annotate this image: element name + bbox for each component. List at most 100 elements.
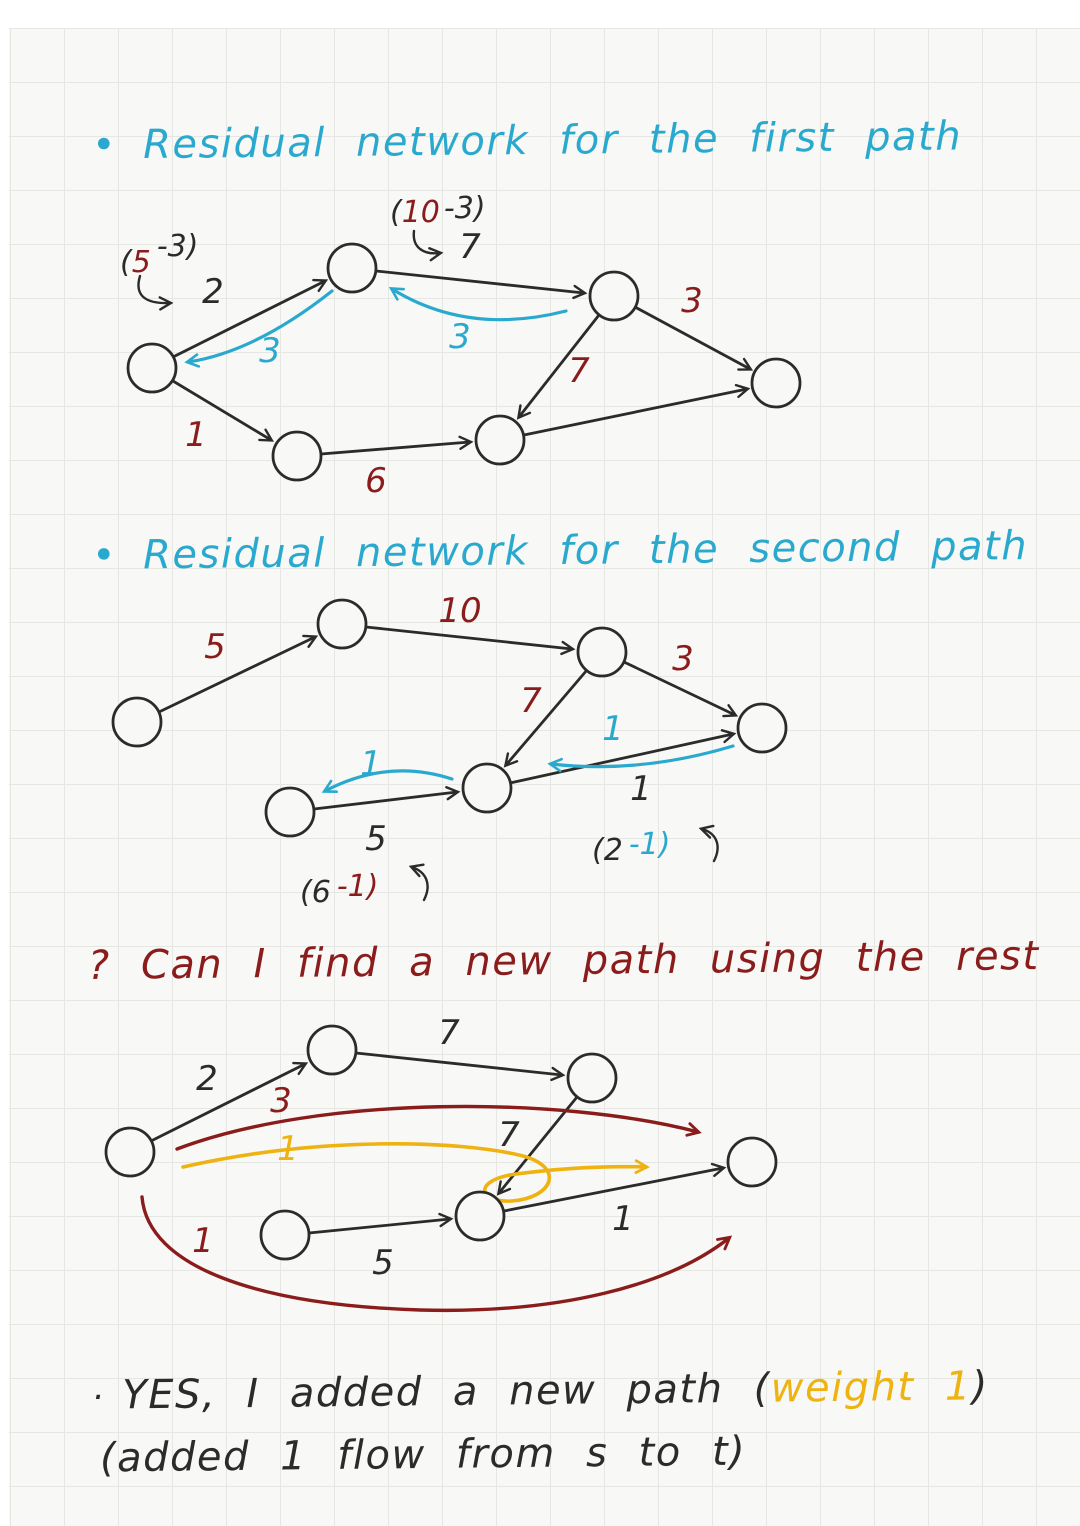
bullet-icon: · <box>91 1377 105 1418</box>
graph-second-residual: 5 10 3 7 1 5 1 1 (2-1) (6-1) <box>111 591 788 910</box>
g2-edge-label-fe: 5 <box>365 819 387 859</box>
g2-edge-label-ed: 1 <box>630 769 652 809</box>
g2-note-fe-delta: -1) <box>337 869 379 904</box>
g2-node-c <box>576 626 628 678</box>
g2-note-hook-fe-icon <box>408 863 429 902</box>
g3-edge-f-e <box>307 1212 454 1235</box>
g1-note-ab-delta: -3) <box>157 229 199 264</box>
g3-edge-c-e <box>496 1095 579 1196</box>
graph-new-path: 2 7 7 1 5 3 1 1 <box>104 1013 778 1313</box>
g1-residual-arrow-b-a <box>184 289 334 368</box>
page-margin-left <box>0 0 9 1526</box>
g2-edge-e-d <box>508 729 737 785</box>
g2-node-s <box>111 696 163 748</box>
g3-path-arrow-bottom <box>140 1195 733 1313</box>
g1-edge-b-c <box>374 269 588 300</box>
g1-edge-label-fe: 6 <box>365 461 387 501</box>
g2-residual-arrow-e-f <box>321 769 454 793</box>
g2-node-f <box>264 786 316 838</box>
g2-edge-b-c <box>364 625 576 656</box>
g1-edge-label-ce: 7 <box>568 351 590 391</box>
g1-edge-label-af: 1 <box>185 415 207 455</box>
g2-note-fe-paren: ( <box>300 875 313 910</box>
g2-note-ed-paren: ( <box>592 833 605 868</box>
g2-residual-arrow-d-e <box>547 744 735 773</box>
g2-edge-f-e <box>312 786 461 811</box>
g3-path-label-top: 3 <box>270 1081 292 1121</box>
g1-note-ab-value: 5 <box>132 245 151 280</box>
g1-edge-c-e <box>516 313 601 420</box>
g3-edge-label-ce: 7 <box>498 1115 520 1155</box>
g1-node-c <box>588 270 640 322</box>
g2-node-e <box>461 762 513 814</box>
g1-node-b <box>326 242 378 294</box>
footer-paren-close: ) <box>971 1363 990 1410</box>
g1-node-s <box>126 342 178 394</box>
g1-node-e <box>474 414 526 466</box>
g2-node-t <box>736 702 788 754</box>
g1-note-bc-value: 10 <box>402 195 440 230</box>
g1-edge-c-d <box>633 305 754 371</box>
g1-note-bc-delta: -3) <box>444 191 486 226</box>
g1-residual-label-cb: 3 <box>449 317 471 357</box>
footer-line-1: · YES, I added a new path (weight 1) <box>92 1363 989 1418</box>
footer-conclusion-text: YES, I added a new path <box>122 1366 724 1419</box>
g1-edge-label-ab: 2 <box>202 272 224 312</box>
g1-edge-a-f <box>171 379 275 442</box>
g3-node-c <box>566 1052 618 1104</box>
g2-note-ed-delta: -1) <box>629 827 671 862</box>
g3-edge-label-ed: 1 <box>612 1199 634 1239</box>
g3-path-arrow-top <box>175 1104 702 1151</box>
graph-first-residual: 2 7 3 7 1 6 3 3 (5-3) (10-3) <box>120 191 802 501</box>
g3-edge-label-fe: 5 <box>372 1243 394 1283</box>
g2-edge-label-ce: 7 <box>520 681 542 721</box>
footer-weight-highlight: weight 1 <box>770 1363 972 1412</box>
g2-note-fe-value: 6 <box>312 875 331 910</box>
g1-note-bc: (10-3) <box>390 191 486 230</box>
page-margin-top <box>0 0 1080 28</box>
g2-residual-label-ef: 1 <box>360 744 382 784</box>
g2-edge-c-d <box>622 660 739 718</box>
g3-edge-e-d <box>502 1162 727 1213</box>
footer-flow-note: (added 1 flow from s to t) <box>99 1428 747 1482</box>
g3-edge-label-ab: 2 <box>196 1059 218 1099</box>
g1-node-f <box>271 430 323 482</box>
g2-residual-label-de: 1 <box>602 709 624 749</box>
g2-note-ed-value: 2 <box>604 833 623 868</box>
g1-note-hook-bc-icon <box>412 229 444 262</box>
g3-path-arrow-middle <box>181 1141 650 1203</box>
g1-edge-a-b <box>171 278 329 359</box>
g1-edge-f-e <box>319 435 474 456</box>
g1-note-hook-ab-icon <box>137 274 174 311</box>
g1-residual-label-ba: 3 <box>259 331 281 371</box>
g2-edge-label-cd: 3 <box>672 639 694 679</box>
g2-node-b <box>316 598 368 650</box>
g3-node-s <box>104 1126 156 1178</box>
g3-path-label-middle: 1 <box>277 1129 299 1169</box>
g2-note-fe: (6-1) <box>300 869 378 910</box>
g3-node-b <box>306 1024 358 1076</box>
g1-edge-label-cd: 3 <box>681 281 703 321</box>
g2-edge-label-ab: 5 <box>204 627 226 667</box>
g3-edge-label-bc: 7 <box>438 1013 460 1053</box>
g2-edge-c-e <box>503 668 589 768</box>
g3-node-e <box>454 1190 506 1242</box>
g3-edge-b-c <box>354 1051 566 1082</box>
g2-edge-label-bc: 10 <box>438 591 481 631</box>
g2-note-ed: (2-1) <box>592 827 670 868</box>
g1-note-bc-paren: ( <box>390 195 403 230</box>
g1-note-ab: (5-3) <box>120 229 198 280</box>
g3-node-t <box>726 1136 778 1188</box>
g1-node-t <box>750 357 802 409</box>
g3-edge-a-b <box>149 1061 309 1143</box>
g3-node-f <box>259 1209 311 1261</box>
footer-paren-open: ( <box>753 1365 771 1412</box>
g1-edge-label-bc: 7 <box>459 227 481 267</box>
g2-note-hook-ed-icon <box>698 824 719 863</box>
g1-edge-e-d <box>522 383 751 437</box>
g1-note-ab-paren: ( <box>120 245 133 280</box>
g2-edge-a-b <box>157 634 319 714</box>
g1-residual-arrow-c-b <box>388 287 568 322</box>
